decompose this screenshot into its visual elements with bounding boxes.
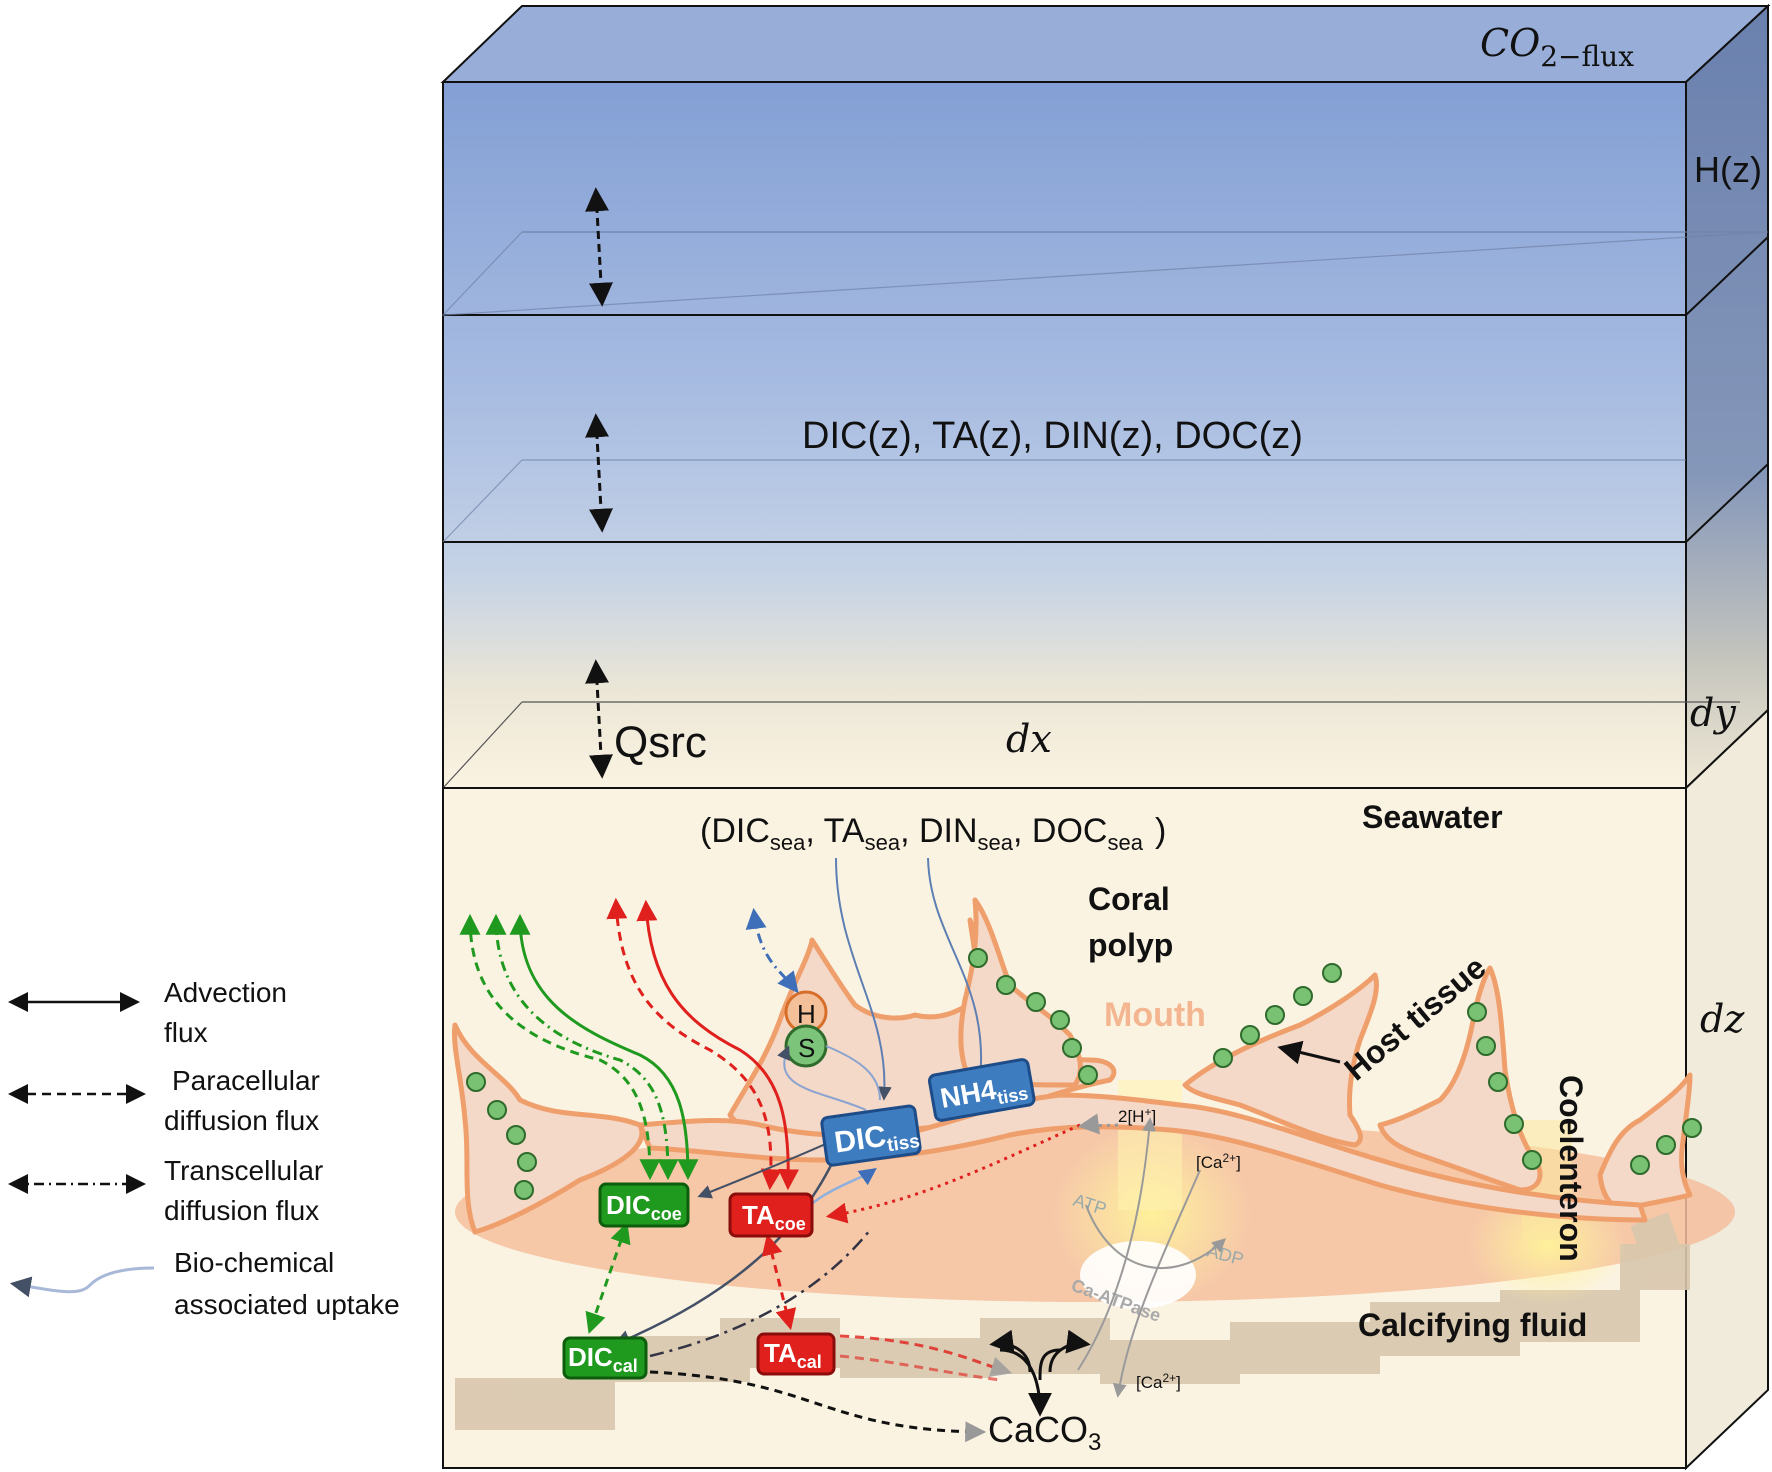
co2-flux-label: CO2−flux — [1480, 21, 1634, 73]
dy-label: dy — [1690, 691, 1736, 735]
dx-label: dx — [1006, 717, 1052, 761]
atp-to-adp — [1085, 1204, 1227, 1269]
dic-cal-to-caco3 — [649, 1370, 987, 1443]
flux-arrows — [459, 857, 1227, 1443]
legend-biochemical-2: associated uptake — [174, 1289, 400, 1320]
coe-cal-ta — [761, 1233, 797, 1331]
biochemical-symbol — [9, 1266, 155, 1298]
ta-cal-to-caco3 — [839, 1354, 1001, 1382]
water-column — [440, 3, 1771, 791]
proton-flux — [825, 1123, 1081, 1224]
tiss-to-coe — [697, 1141, 831, 1199]
host-tissue-pointer — [1277, 1040, 1341, 1065]
qsrc-label: Qsrc — [614, 718, 707, 767]
seawater-uptake — [927, 857, 989, 1083]
seawater-vars: (DICsea, TAsea, DINsea, DOCsea) — [700, 812, 1166, 855]
caco3-reaction — [1038, 1348, 1061, 1381]
coral-side-face — [1685, 707, 1769, 1471]
svg-text:TAcal: TAcal — [764, 1338, 822, 1372]
exchange-arrow — [585, 659, 613, 779]
dic-coe-box: DICcoe — [598, 1182, 690, 1228]
dic-tiss-box: DICtiss — [820, 1104, 922, 1167]
two-h-label: 2[H+] — [1118, 1105, 1156, 1126]
seawater-label: Seawater — [1362, 799, 1503, 835]
caco3-label: CaCO3 — [988, 1409, 1101, 1456]
legend-biochemical-1: Bio-chemical — [174, 1247, 334, 1278]
svg-text:DICcoe: DICcoe — [606, 1190, 682, 1224]
nh4-tiss-box: NH4tiss — [927, 1058, 1036, 1122]
skeleton — [455, 1212, 1690, 1430]
legend-transcellular-1: Transcellular — [164, 1155, 323, 1186]
svg-text:TAcoe: TAcoe — [742, 1200, 806, 1234]
dic-cal-box: DICcal — [562, 1336, 648, 1380]
ta-coe-flux — [636, 899, 800, 1191]
exchange-arrow — [585, 187, 613, 307]
vertical-diffusion-arrows — [585, 187, 613, 779]
legend: Advection flux Paracellular diffusion fl… — [8, 977, 400, 1320]
ca-atpase-pump — [1080, 1241, 1196, 1309]
dz-label: dz — [1700, 997, 1745, 1041]
tiss-to-cal — [612, 1145, 842, 1347]
coelenteron-label-group: Coelenteron — [1553, 1075, 1589, 1262]
coelenteron-label: Coelenteron — [1553, 1075, 1589, 1262]
cal-transcellular — [649, 1229, 871, 1358]
symbiont-uptake — [825, 1045, 881, 1101]
caco3-reaction — [1048, 1329, 1091, 1373]
legend-advection-1: Advection — [164, 977, 287, 1008]
caco3-reaction — [989, 1329, 1032, 1373]
calcifying-fluid-label: Calcifying fluid — [1358, 1307, 1587, 1343]
legend-paracellular-1: Paracellular — [172, 1065, 320, 1096]
calcium-flux — [1112, 1169, 1201, 1398]
ta-coe-box: TAcoe — [728, 1192, 814, 1238]
host-polyp-2 — [1377, 965, 1543, 1193]
exchange-arrow — [585, 413, 613, 533]
dic-coe-flux — [485, 913, 679, 1181]
coral-polyp-label-2: polyp — [1088, 927, 1173, 963]
water-front-face — [443, 82, 1686, 788]
legend-transcellular-2: diffusion flux — [164, 1195, 319, 1226]
ta-cal-to-caco3 — [839, 1334, 1013, 1377]
legend-advection-2: flux — [164, 1017, 208, 1048]
tissue-band — [637, 1092, 1648, 1223]
host-transcellular-flux — [745, 907, 799, 994]
water-side-face — [1685, 3, 1769, 791]
calcium-flux — [1077, 1117, 1157, 1371]
s-label: S — [798, 1033, 815, 1063]
h-label: H — [797, 999, 816, 1029]
height-label: H(z) — [1694, 149, 1762, 190]
concentrations-label: DIC(z), TA(z), DIN(z), DOC(z) — [802, 415, 1303, 457]
legend-paracellular-2: diffusion flux — [164, 1105, 319, 1136]
svg-text:DICtiss: DICtiss — [832, 1115, 921, 1163]
proton-flux-grey — [1077, 1113, 1119, 1135]
svg-text:DICcal: DICcal — [568, 1342, 638, 1376]
coral-polyp-label: Coral — [1088, 881, 1170, 917]
symbiont-uptake — [777, 1045, 867, 1111]
mouth-label: Mouth — [1104, 996, 1206, 1034]
ca-bottom-label: [Ca2+] — [1136, 1371, 1181, 1392]
seawater-uptake — [835, 857, 892, 1101]
ta-cal-box: TAcal — [756, 1332, 836, 1376]
coe-cal-dic — [585, 1222, 631, 1334]
ca-top-label: [Ca2+] — [1196, 1151, 1241, 1172]
symbionts — [466, 948, 1702, 1200]
